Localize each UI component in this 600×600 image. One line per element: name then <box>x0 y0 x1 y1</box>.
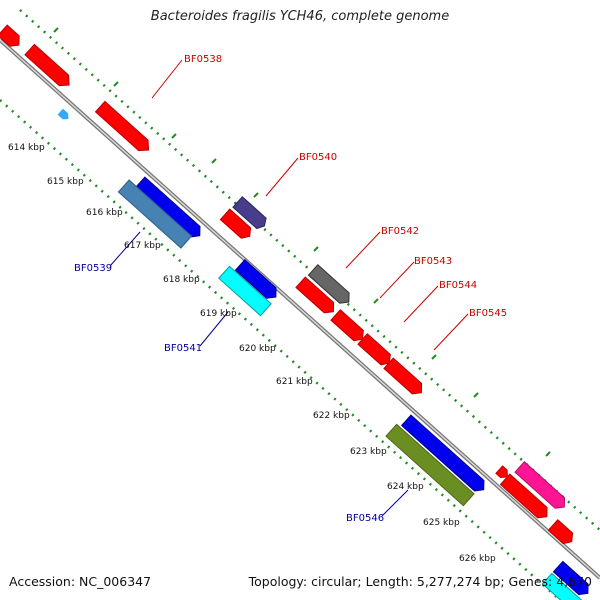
scale-label: 621 kbp <box>276 377 313 387</box>
genome-backbone-inner <box>0 39 600 579</box>
gene-bf0542[interactable] <box>307 264 353 307</box>
gene-label-bf0546[interactable]: BF0546 <box>346 513 384 524</box>
gene-blue-corner[interactable] <box>552 560 592 598</box>
gene-red-edge[interactable] <box>547 519 576 547</box>
gene-label-bf0541[interactable]: BF0541 <box>164 343 202 354</box>
gene-bf0543[interactable] <box>295 276 338 317</box>
red-leader-lines <box>151 59 469 351</box>
scale-label: 622 kbp <box>313 411 350 421</box>
gene-label-bf0545[interactable]: BF0545 <box>469 308 507 319</box>
scale-label: 625 kbp <box>423 518 460 528</box>
gene-bf0545a[interactable] <box>357 333 394 368</box>
gene-label-bf0538[interactable]: BF0538 <box>184 54 222 65</box>
gene-bf0545[interactable] <box>383 357 426 398</box>
outer-dotted-track <box>19 9 600 531</box>
scale-label: 618 kbp <box>163 275 200 285</box>
gene-small-red[interactable] <box>495 465 511 481</box>
gene-label-bf0540[interactable]: BF0540 <box>299 152 337 163</box>
scale-label: 620 kbp <box>239 344 276 354</box>
accession-text: Accession: NC_006347 <box>9 574 152 589</box>
small-feature-icon <box>57 108 69 120</box>
gene-label-bf0539[interactable]: BF0539 <box>74 263 112 274</box>
gene-cyan-corner[interactable] <box>541 572 583 600</box>
scale-label: 619 kbp <box>200 309 237 319</box>
gene-bf0546[interactable] <box>385 423 475 507</box>
outer-tick-marks <box>53 27 551 457</box>
gene-bf0546-blue[interactable] <box>400 414 489 495</box>
map-title: Bacteroides fragilis YCH46, complete gen… <box>150 9 450 24</box>
gene-bf0539-blue[interactable] <box>134 176 205 241</box>
gene-bf0539[interactable] <box>117 179 193 249</box>
gene-label-bf0543[interactable]: BF0543 <box>414 256 452 267</box>
red-gene-labels: BF0538 BF0540 BF0542 BF0543 BF0544 BF054… <box>184 54 507 319</box>
gene-bf0537[interactable] <box>0 24 24 50</box>
scale-labels: 614 kbp 615 kbp 616 kbp 617 kbp 618 kbp … <box>8 143 496 564</box>
gene-bf0538[interactable] <box>94 100 154 155</box>
scale-label: 623 kbp <box>350 447 387 457</box>
gene-bf0540-red[interactable] <box>219 208 254 241</box>
gene-label-bf0544[interactable]: BF0544 <box>439 280 477 291</box>
scale-label: 617 kbp <box>124 241 161 251</box>
inner-dotted-track <box>0 99 561 600</box>
scale-label: 615 kbp <box>47 177 84 187</box>
gene-bf0544[interactable] <box>330 309 367 344</box>
gene-bf0538a[interactable] <box>24 43 74 90</box>
gene-label-bf0542[interactable]: BF0542 <box>381 226 419 237</box>
scale-label: 614 kbp <box>8 143 45 153</box>
gene-bf0541[interactable] <box>218 265 272 317</box>
scale-label: 626 kbp <box>459 554 496 564</box>
scale-label: 616 kbp <box>86 208 123 218</box>
gene-magenta[interactable] <box>514 461 569 512</box>
blue-gene-labels: BF0539 BF0541 BF0546 <box>74 263 384 524</box>
blue-leader-lines <box>109 231 409 517</box>
gene-bf0540[interactable] <box>232 196 269 231</box>
scale-label: 624 kbp <box>387 482 424 492</box>
gene-bf0541-blue[interactable] <box>234 259 280 302</box>
genome-summary-text: Topology: circular; Length: 5,277,274 bp… <box>248 574 592 589</box>
gene-red-lower[interactable] <box>499 473 551 522</box>
